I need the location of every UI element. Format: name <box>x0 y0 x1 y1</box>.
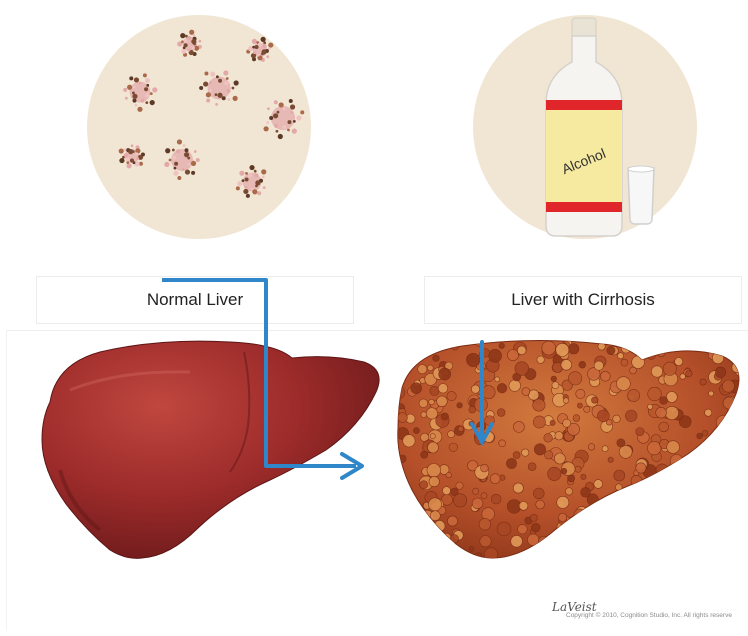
nodule-pointer-arrow <box>472 342 492 442</box>
progression-arrow <box>162 280 362 478</box>
copyright-text: Copyright © 2010, Cognition Studio, Inc.… <box>566 612 732 619</box>
